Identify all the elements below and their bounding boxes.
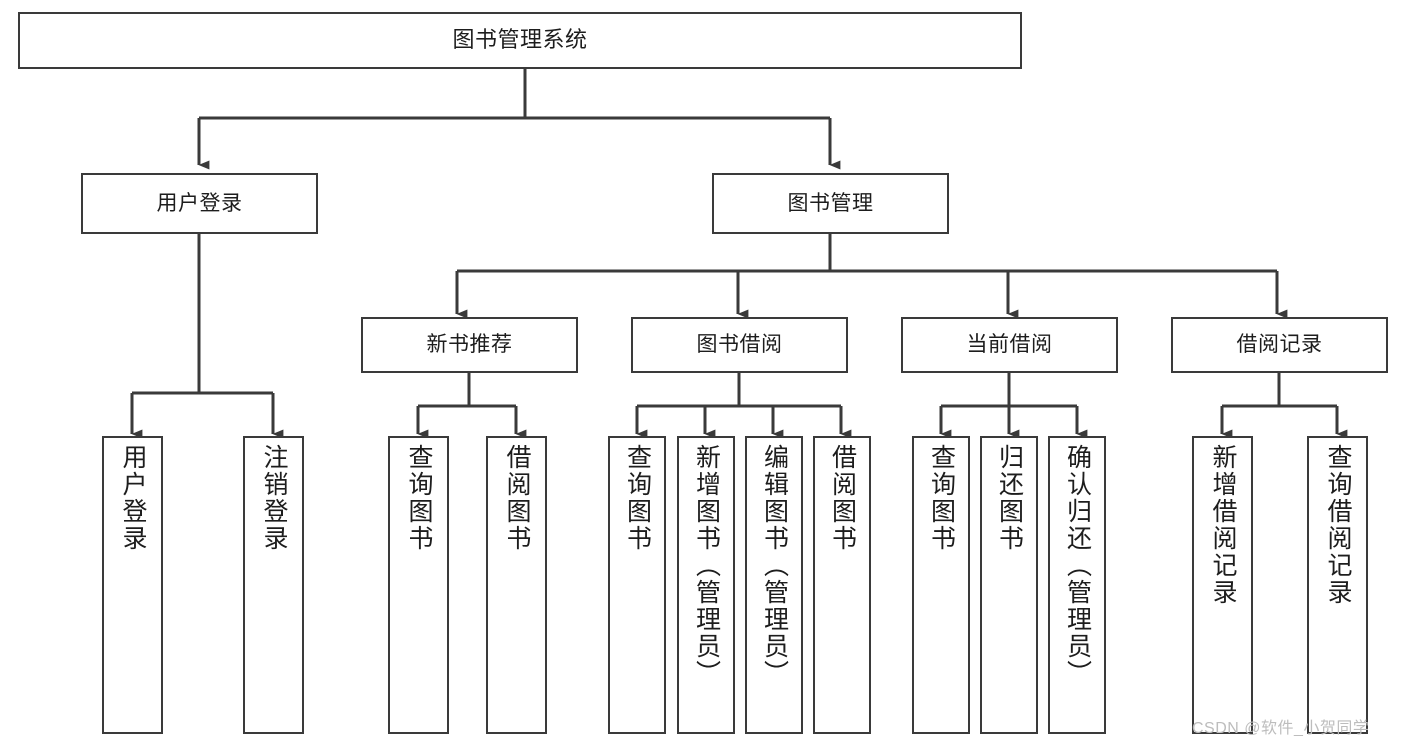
node-label: 借阅图书 [828, 444, 857, 552]
leaf-book-borrow-add[interactable]: 新增图书（管理员） [677, 436, 735, 734]
leaf-borrow-record-query[interactable]: 查询借阅记录 [1307, 436, 1368, 734]
node-user-login[interactable]: 用户登录 [81, 173, 318, 234]
node-borrow-record[interactable]: 借阅记录 [1171, 317, 1388, 373]
node-label: 图书借阅 [696, 333, 783, 357]
node-label: 查询图书 [623, 444, 652, 552]
node-label: 当前借阅 [966, 333, 1053, 357]
node-label: 借阅记录 [1236, 333, 1323, 357]
leaf-book-borrow-edit[interactable]: 编辑图书（管理员） [745, 436, 803, 734]
leaf-new-book-query[interactable]: 查询图书 [388, 436, 449, 734]
leaf-book-borrow-borrow[interactable]: 借阅图书 [813, 436, 871, 734]
node-label: 查询图书 [405, 444, 433, 552]
node-new-book-recommend[interactable]: 新书推荐 [361, 317, 578, 373]
node-book-management[interactable]: 图书管理 [712, 173, 949, 234]
leaf-current-borrow-return[interactable]: 归还图书 [980, 436, 1038, 734]
node-label: 新增图书（管理员） [692, 444, 721, 687]
node-root-system[interactable]: 图书管理系统 [18, 12, 1022, 69]
node-label: 归还图书 [995, 444, 1024, 552]
leaf-current-borrow-query[interactable]: 查询图书 [912, 436, 970, 734]
node-label: 图书管理系统 [452, 27, 588, 53]
leaf-user-login-login[interactable]: 用户登录 [102, 436, 163, 734]
leaf-user-login-logout[interactable]: 注销登录 [243, 436, 304, 734]
leaf-book-borrow-query[interactable]: 查询图书 [608, 436, 666, 734]
node-label: 编辑图书（管理员） [760, 444, 789, 687]
node-label: 用户登录 [119, 444, 147, 552]
node-label: 新增借阅记录 [1209, 444, 1237, 606]
node-label: 确认归还（管理员） [1063, 444, 1092, 687]
leaf-new-book-borrow[interactable]: 借阅图书 [486, 436, 547, 734]
leaf-borrow-record-add[interactable]: 新增借阅记录 [1192, 436, 1253, 734]
node-label: 新书推荐 [426, 333, 513, 357]
node-label: 查询借阅记录 [1324, 444, 1352, 606]
node-book-borrow[interactable]: 图书借阅 [631, 317, 848, 373]
node-current-borrow[interactable]: 当前借阅 [901, 317, 1118, 373]
node-label: 查询图书 [927, 444, 956, 552]
node-label: 用户登录 [156, 191, 243, 215]
node-label: 注销登录 [260, 444, 288, 552]
node-label: 图书管理 [787, 191, 874, 215]
watermark-text: CSDN @软件_小贺同学 [1192, 720, 1370, 737]
node-label: 借阅图书 [503, 444, 531, 552]
leaf-current-borrow-confirm-return[interactable]: 确认归还（管理员） [1048, 436, 1106, 734]
